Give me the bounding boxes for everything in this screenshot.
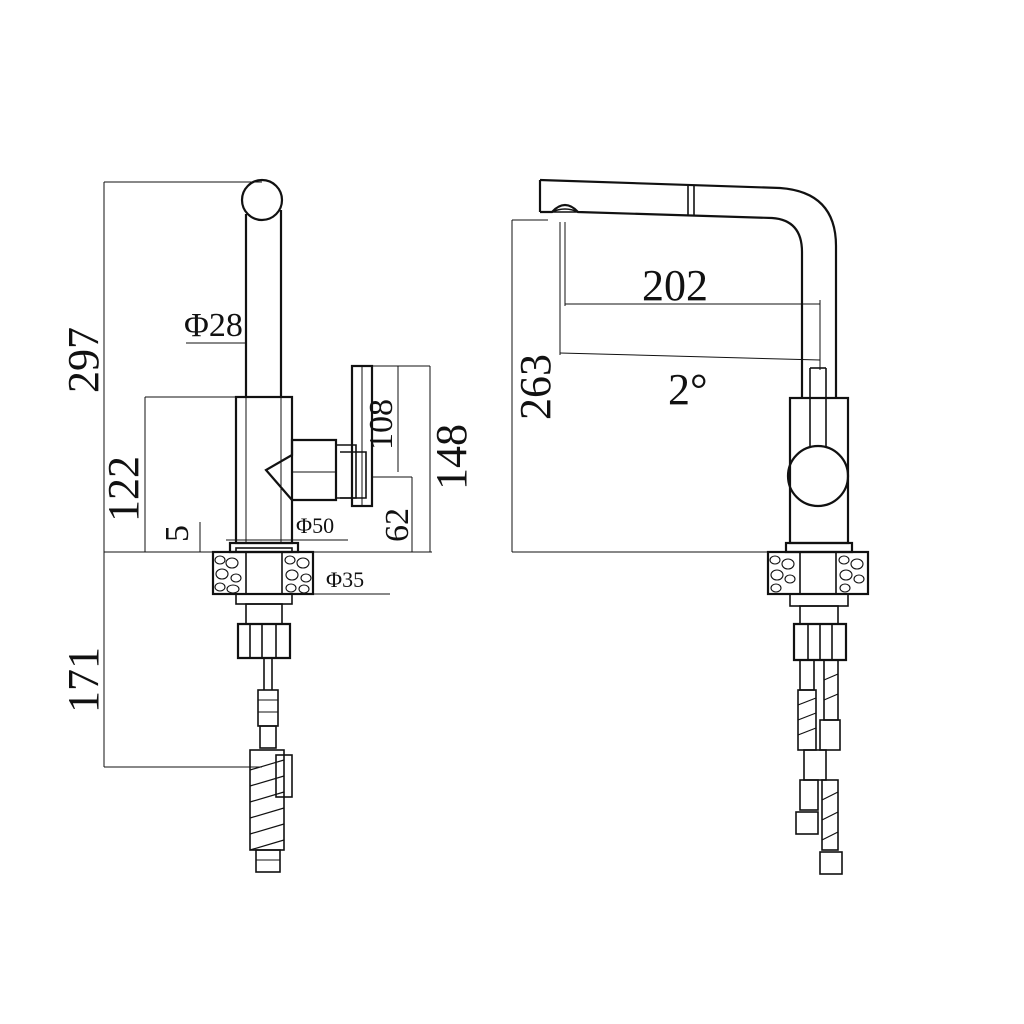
side-body bbox=[234, 395, 294, 545]
side-spout bbox=[240, 178, 284, 397]
dim-below-counter: 171 bbox=[59, 647, 108, 713]
dim-angle: 2° bbox=[668, 365, 708, 414]
front-view-labels: 202 2° 263 bbox=[511, 261, 708, 420]
side-handle bbox=[264, 364, 374, 508]
dim-handle-base: 62 bbox=[379, 508, 416, 542]
dim-handle-height: 148 bbox=[427, 424, 476, 490]
dim-shank-diameter: Φ35 bbox=[326, 567, 364, 592]
dim-spout-diameter: Φ28 bbox=[184, 307, 243, 344]
front-view: 202 2° 263 bbox=[511, 178, 870, 875]
side-view: 297 Φ28 122 5 Φ50 108 148 62 Φ35 171 bbox=[59, 178, 476, 873]
dim-spout-height: 263 bbox=[511, 354, 560, 420]
dim-total-height: 297 bbox=[59, 327, 108, 393]
dim-body-height: 122 bbox=[99, 456, 148, 522]
front-base bbox=[784, 541, 854, 554]
side-countertop bbox=[211, 550, 315, 596]
front-mounting-assembly bbox=[789, 593, 849, 875]
dim-handle-length: 108 bbox=[363, 399, 400, 450]
side-mounting-assembly bbox=[235, 593, 293, 873]
side-base bbox=[228, 541, 300, 554]
front-spout bbox=[538, 178, 838, 398]
front-body bbox=[786, 367, 850, 545]
dim-offset: 5 bbox=[159, 525, 196, 542]
side-view-labels: 297 Φ28 122 5 Φ50 108 148 62 Φ35 171 bbox=[59, 307, 476, 713]
dim-spout-reach: 202 bbox=[642, 261, 708, 310]
front-countertop bbox=[766, 550, 870, 596]
front-view-dimension-lines bbox=[511, 219, 821, 553]
dim-body-diameter: Φ50 bbox=[296, 513, 334, 538]
side-view-dimension-lines bbox=[103, 181, 432, 768]
